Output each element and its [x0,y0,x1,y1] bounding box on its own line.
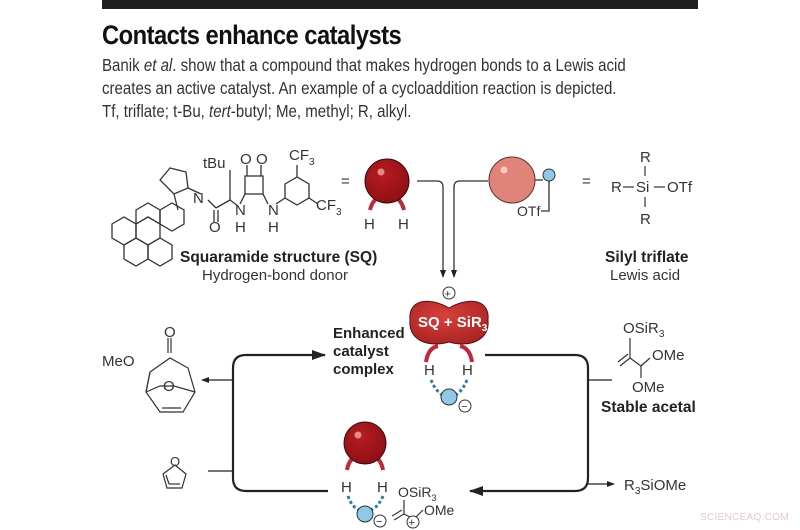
silyl-triflate-structure: = R R Si OTf R Silyl triflate Lewis acid [582,149,693,284]
svg-text:H: H [341,479,352,496]
svg-text:=: = [582,173,591,190]
svg-text:OMe: OMe [652,347,685,364]
svg-text:+: + [445,289,451,301]
svg-text:OTf: OTf [667,179,693,196]
catalytic-cycle [201,350,615,496]
svg-text:H: H [462,362,473,379]
svg-text:catalyst: catalyst [333,343,389,360]
svg-text:CF3: CF3 [289,147,315,168]
svg-text:=: = [341,173,350,190]
svg-text:H: H [398,216,409,233]
svg-text:CF3: CF3 [316,197,342,218]
svg-text:H: H [377,479,388,496]
svg-text:Enhanced: Enhanced [333,325,405,342]
squaramide-labels: tBu O O N O N H N H CF3 CF3 = Squaramide… [180,147,377,284]
svg-text:O: O [163,378,175,395]
svg-text:O: O [164,324,176,341]
svg-text:N: N [268,202,279,219]
svg-text:Squaramide structure (SQ): Squaramide structure (SQ) [180,249,377,266]
squaramide-structure [111,165,319,267]
svg-text:OMe: OMe [632,379,665,396]
svg-text:H: H [268,219,279,236]
svg-text:R: R [640,211,651,228]
svg-text:H: H [424,362,435,379]
figure-title: Contacts enhance catalysts [102,20,402,50]
svg-text:H: H [364,216,375,233]
svg-text:Hydrogen-bond donor: Hydrogen-bond donor [202,267,348,284]
ion-pair-intermediate: H H − OSiR3 OMe + [341,421,455,529]
enhanced-catalyst-complex: + SQ + SiR3 H H − Enhanced catalyst comp… [333,286,489,413]
svg-text:N: N [193,190,204,207]
description-line-1: Banik et al. show that a compound that m… [102,55,626,75]
svg-text:R: R [640,149,651,166]
byproduct-r3siome: R3SiOMe [624,477,686,497]
svg-text:R: R [611,179,622,196]
svg-text:O: O [209,219,221,236]
svg-text:Lewis acid: Lewis acid [610,267,680,284]
svg-text:complex: complex [333,361,395,378]
svg-text:O: O [256,151,268,168]
description-line-3: Tf, triflate; t-Bu, tert-butyl; Me, meth… [102,101,412,121]
furan [162,464,187,489]
sq-catalyst-icon: H H [364,158,410,233]
svg-text:−: − [376,516,382,528]
cycloaddition-product [145,338,196,413]
silyl-triflate-icon: OTf [488,156,556,219]
svg-text:OSiR3: OSiR3 [398,484,436,503]
convergence-arrows [417,180,488,278]
svg-text:H: H [235,219,246,236]
description-line-2: creates an active catalyst. An example o… [102,78,617,98]
svg-text:OTf: OTf [517,203,540,219]
svg-text:SQ + SiR3: SQ + SiR3 [418,314,488,334]
product-labels: MeO O O [102,324,176,395]
svg-text:Silyl triflate: Silyl triflate [605,249,689,266]
svg-text:+: + [409,517,415,529]
stable-acetal: OSiR3 OMe OMe Stable acetal [601,320,696,416]
svg-text:Stable acetal: Stable acetal [601,399,696,416]
watermark: SCIENCEAQ.COM [700,512,789,523]
svg-text:O: O [240,151,252,168]
svg-text:Si: Si [636,179,649,196]
figure-description: Banik et al. show that a compound that m… [102,54,652,123]
svg-text:OSiR3: OSiR3 [623,320,665,340]
svg-text:N: N [235,202,246,219]
top-rule [102,0,698,9]
svg-text:OMe: OMe [424,502,455,518]
svg-text:O: O [170,454,180,469]
svg-text:−: − [461,401,467,413]
svg-text:MeO: MeO [102,353,135,370]
svg-text:tBu: tBu [203,155,226,172]
